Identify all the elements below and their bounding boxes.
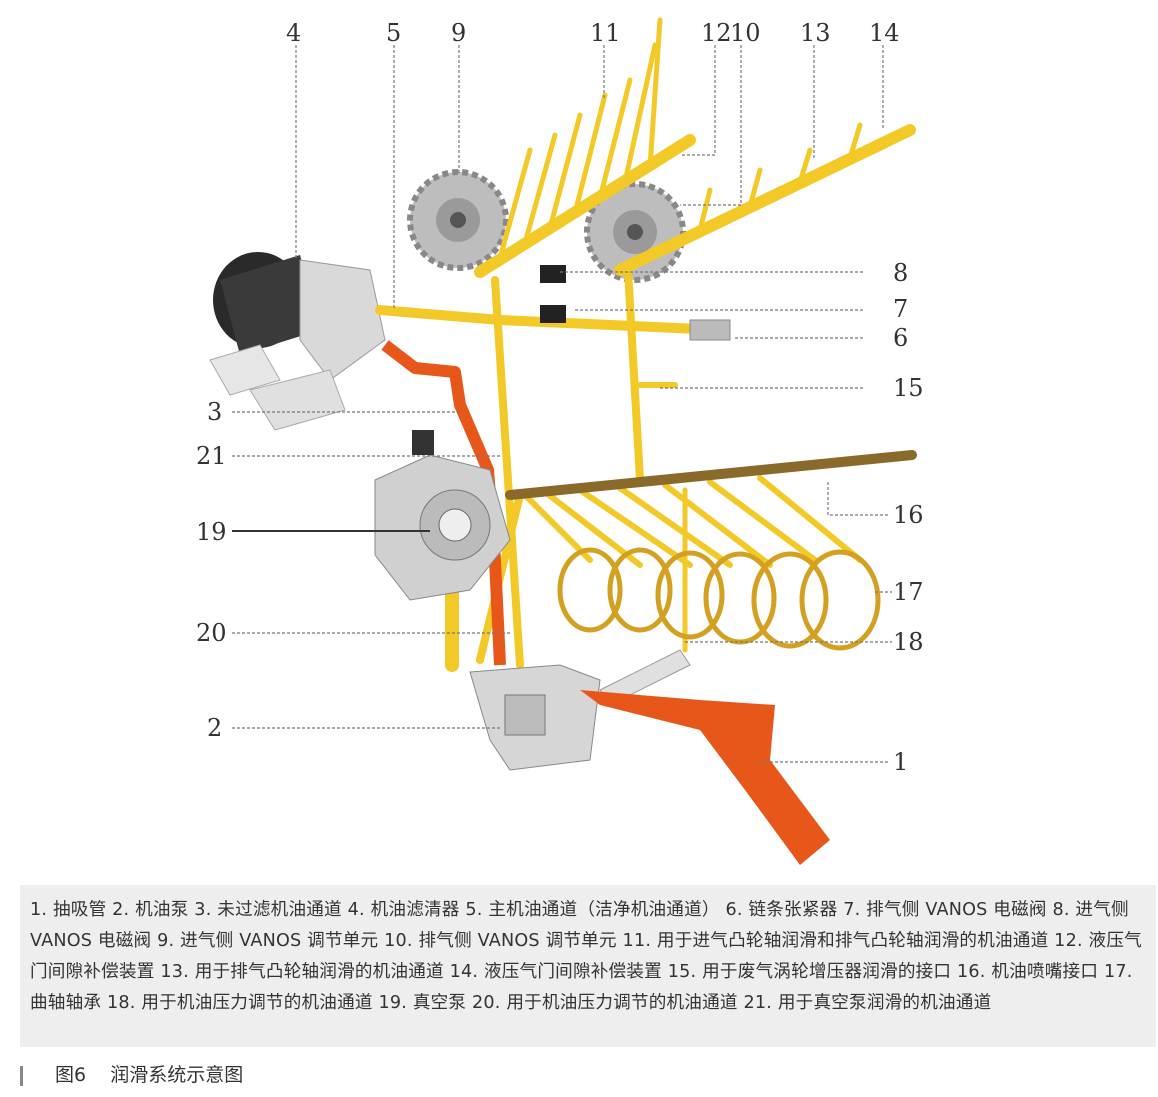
oil-filter (209, 252, 386, 431)
upper-oil-galleries (375, 17, 916, 672)
callout-14: 14 (869, 19, 900, 47)
vanos-solenoids (540, 265, 731, 341)
callout-1: 1 (893, 748, 908, 776)
callout-2: 2 (207, 714, 222, 742)
callout-10: 10 (730, 19, 761, 47)
callout-11: 11 (590, 19, 621, 47)
callout-12: 12 (701, 19, 732, 47)
suction-pipe (580, 690, 830, 865)
callout-15: 15 (893, 374, 924, 402)
callout-18: 18 (893, 628, 924, 656)
callout-20: 20 (196, 619, 227, 647)
legend-text: 1. 抽吸管 2. 机油泵 3. 未过滤机油通道 4. 机油滤清器 5. 主机油… (30, 900, 1142, 1013)
callout-leaders (232, 45, 892, 763)
callout-6: 6 (893, 324, 908, 352)
callout-8: 8 (893, 259, 908, 287)
callout-5: 5 (386, 19, 401, 47)
title-marker (20, 1065, 23, 1086)
callout-9: 9 (451, 19, 466, 47)
callout-13: 13 (800, 19, 831, 47)
unfiltered-oil-channel (381, 340, 506, 666)
callout-17: 17 (893, 578, 924, 606)
callout-16: 16 (893, 501, 924, 529)
callout-4: 4 (286, 19, 301, 47)
oil-pump (469, 649, 691, 771)
oil-nozzle-gallery (505, 450, 917, 500)
legend-box: 1. 抽吸管 2. 机油泵 3. 未过滤机油通道 4. 机油滤清器 5. 主机油… (20, 885, 1156, 1047)
figure-number: 图6 (55, 1064, 87, 1086)
callout-3: 3 (207, 398, 222, 426)
figure-title: 图6 润滑系统示意图 (20, 1060, 243, 1090)
crankshaft-bearings (557, 547, 881, 651)
callout-numbers: 4 5 9 11 12 10 13 14 8 7 6 15 16 17 18 1… (196, 19, 924, 776)
callout-21: 21 (196, 442, 227, 470)
lubrication-diagram: 4 5 9 11 12 10 13 14 8 7 6 15 16 17 18 1… (196, 17, 924, 865)
callout-7: 7 (893, 295, 908, 323)
figure-caption: 润滑系统示意图 (110, 1064, 244, 1086)
vacuum-pump (374, 430, 511, 601)
callout-19: 19 (196, 518, 227, 546)
intake-vanos-sprocket (407, 169, 509, 271)
